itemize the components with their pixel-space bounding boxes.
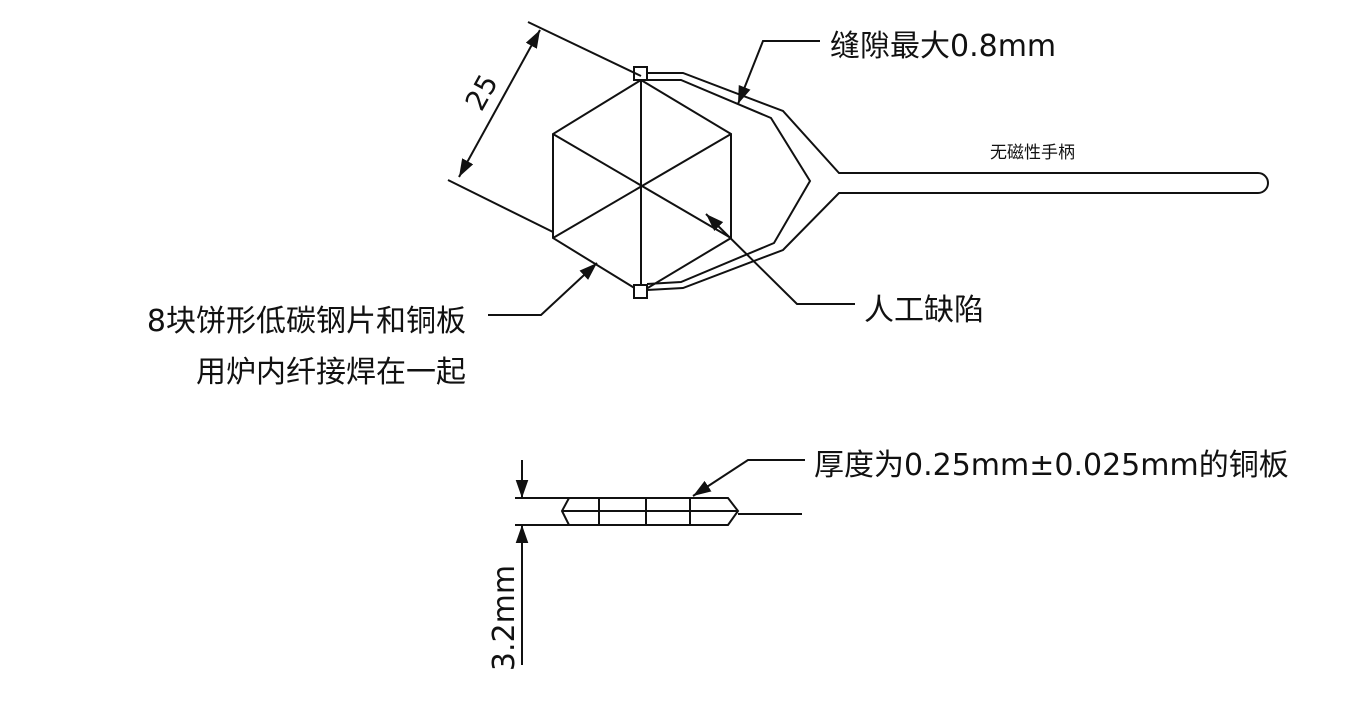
dimension-3-2mm	[515, 460, 569, 665]
plate-note-line1: 8块饼形低碳钢片和铜板	[147, 304, 466, 339]
dimension-3-2mm-label: 3.2mm	[487, 565, 522, 671]
hex-diagonal-right	[552, 133, 732, 239]
dimension-25-label: 25	[459, 69, 505, 116]
side-view-plate	[560, 497, 802, 526]
plate-note-line2: 用炉内纤接焊在一起	[196, 355, 466, 390]
plates-leader-line	[488, 262, 598, 316]
dim-extension-top	[527, 21, 642, 77]
thickness-note-label: 厚度为0.25mm±0.025mm的铜板	[814, 448, 1289, 483]
handle-wire-inner	[646, 79, 812, 285]
handle-wire-outer	[646, 72, 1269, 291]
handle-note-label: 无磁性手柄	[990, 143, 1075, 163]
hexagon-test-piece	[552, 66, 732, 299]
defect-note-label: 人工缺陷	[864, 293, 984, 328]
thickness-leader-line	[692, 459, 805, 497]
weld-tab-bottom	[633, 284, 648, 299]
defect-leader-line	[705, 213, 855, 305]
dim-line-25	[458, 29, 541, 178]
handle-wire	[646, 72, 1269, 291]
dim-extension-bottom	[447, 179, 554, 233]
gap-leader-line	[737, 40, 820, 105]
dimension-25	[447, 21, 642, 233]
gap-note-label: 缝隙最大0.8mm	[830, 29, 1056, 64]
